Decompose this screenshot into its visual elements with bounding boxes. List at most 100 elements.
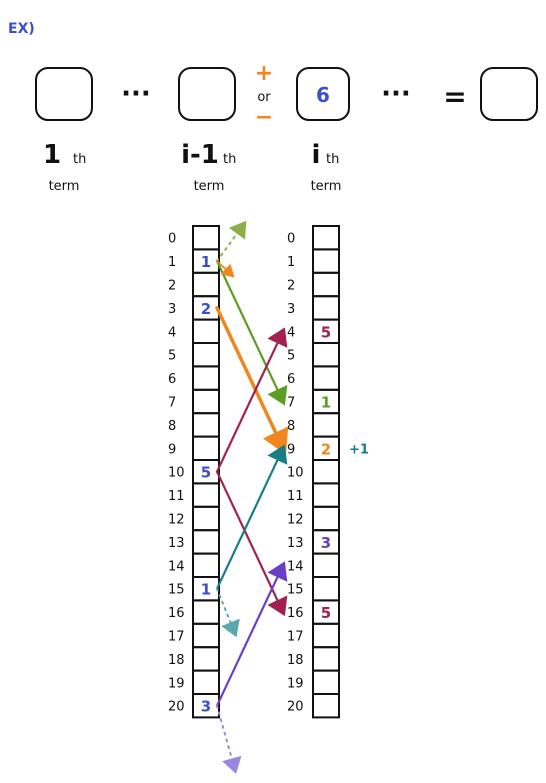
left-cell — [192, 365, 220, 391]
plus-sign: + — [255, 61, 273, 86]
right-index-label: 10 — [287, 466, 304, 481]
right-cell-value: 5 — [321, 323, 331, 341]
right-index-label: 2 — [287, 279, 295, 294]
arrow-dotted-up — [216, 220, 247, 263]
arrow-dotted-down — [216, 587, 240, 638]
right-cell — [312, 552, 340, 578]
right-index-label: 11 — [287, 489, 304, 504]
left-cell — [192, 552, 220, 578]
left-cell-value: 3 — [201, 698, 211, 716]
left-cell-value: 5 — [201, 464, 211, 482]
label-first-main: 1 — [43, 140, 61, 170]
left-cell — [192, 225, 220, 251]
right-cell — [312, 576, 340, 602]
right-cell-value: 1 — [321, 394, 331, 412]
left-index-label: 7 — [168, 396, 176, 411]
left-cell — [192, 412, 220, 438]
left-cell — [192, 482, 220, 508]
right-cell — [312, 295, 340, 321]
right-index-label: 1 — [287, 255, 295, 270]
arrow-solid — [215, 470, 288, 617]
arrow-small-up — [216, 260, 235, 278]
first-term-box — [35, 67, 93, 121]
left-cell — [192, 599, 220, 625]
left-cell — [192, 435, 220, 462]
right-cell — [312, 365, 340, 391]
right-index-label: 6 — [287, 372, 295, 387]
left-index-label: 20 — [168, 700, 185, 715]
arrow-dotted-down — [216, 704, 242, 774]
left-cell — [192, 342, 220, 368]
ith-term-box — [296, 67, 350, 121]
left-index-label: 9 — [168, 442, 176, 457]
right-cell — [312, 693, 340, 719]
arrow-solid — [215, 260, 288, 406]
plus-one-note: +1 — [349, 442, 369, 457]
right-index-label: 4 — [287, 325, 295, 340]
minus-sign: − — [255, 105, 273, 130]
left-index-label: 2 — [168, 279, 176, 294]
right-index-label: 7 — [287, 396, 295, 411]
right-index-label: 3 — [287, 302, 295, 317]
right-index-label: 14 — [287, 559, 304, 574]
left-index-label: 13 — [168, 536, 185, 551]
right-cell — [312, 669, 340, 695]
ellipsis-left: ··· — [121, 79, 151, 109]
right-cell — [312, 505, 340, 532]
right-index-label: 15 — [287, 583, 304, 598]
left-index-label: 3 — [168, 302, 176, 317]
right-index-label: 20 — [287, 700, 304, 715]
right-cell — [312, 622, 340, 649]
right-cell — [312, 225, 340, 251]
left-index-label: 8 — [168, 419, 176, 434]
left-cell — [192, 388, 220, 415]
or-label: or — [257, 90, 271, 105]
left-cell-value: 1 — [201, 253, 211, 271]
left-index-label: 17 — [168, 630, 185, 645]
right-cell — [312, 646, 340, 672]
right-index-label: 0 — [287, 232, 295, 247]
left-cell — [192, 271, 220, 298]
left-cell — [192, 622, 220, 649]
right-cell — [312, 248, 340, 274]
left-index-label: 5 — [168, 349, 176, 364]
arrow-solid — [215, 327, 288, 473]
left-index-label: 19 — [168, 676, 185, 691]
right-cell — [312, 342, 340, 368]
right-index-label: 19 — [287, 676, 304, 691]
left-cell — [192, 693, 220, 719]
left-index-label: 15 — [168, 583, 185, 598]
ellipsis-right: ··· — [381, 79, 411, 109]
left-index-label: 10 — [168, 466, 185, 481]
left-index-label: 18 — [168, 653, 185, 668]
equals-sign: = — [443, 80, 466, 113]
right-index-label: 5 — [287, 349, 295, 364]
left-index-label: 1 — [168, 255, 176, 270]
left-index-label: 11 — [168, 489, 185, 504]
ith-term-value: 6 — [316, 83, 330, 107]
right-cell — [312, 482, 340, 508]
left-cell-value: 2 — [201, 300, 211, 318]
arrow-solid — [215, 444, 288, 590]
right-index-label: 13 — [287, 536, 304, 551]
arrow-solid-thick — [215, 306, 289, 455]
left-index-label: 0 — [168, 232, 176, 247]
left-index-label: 16 — [168, 606, 185, 621]
label-ith-word: term — [311, 179, 342, 194]
left-cell — [192, 505, 220, 532]
label-ith-sub: th — [326, 152, 339, 167]
label-first-sub: th — [73, 152, 86, 167]
result-box — [480, 67, 538, 121]
left-index-label: 4 — [168, 325, 176, 340]
left-cell — [192, 529, 220, 555]
left-cell — [192, 669, 220, 695]
right-cell-value: 2 — [321, 440, 331, 458]
right-index-label: 9 — [287, 442, 295, 457]
term-labels: 1 th term i-1 th term i th term — [43, 140, 341, 194]
left-index-label: 12 — [168, 513, 185, 528]
label-prev-main: i-1 — [181, 140, 219, 170]
right-cell-value: 5 — [321, 604, 331, 622]
right-cell — [312, 271, 340, 298]
